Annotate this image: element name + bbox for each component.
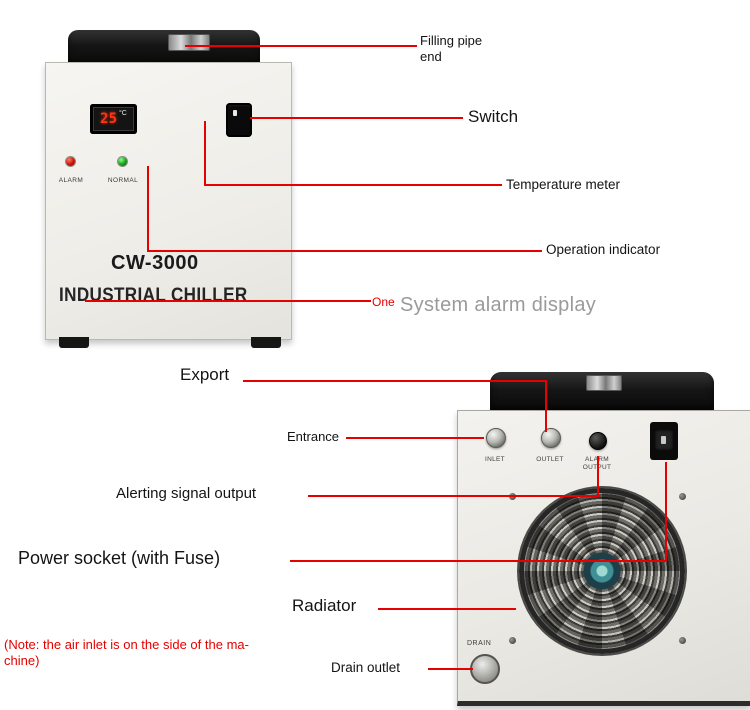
fan-screw-icon bbox=[509, 637, 516, 644]
label-filling-pipe-end: Filling pipe end bbox=[420, 33, 483, 65]
callout-line-alerting-signal-vertical bbox=[597, 456, 599, 497]
callout-line-switch bbox=[250, 117, 463, 119]
callout-line-operation-indicator-vertical bbox=[147, 166, 149, 252]
callout-line-alerting-signal bbox=[308, 495, 600, 497]
temperature-meter-display: 25 °C bbox=[90, 104, 137, 134]
model-number: CW-3000 bbox=[111, 252, 199, 274]
chiller-front-view: 25 °C ALARM NORMAL CW-3000 INDUSTRIAL CH… bbox=[45, 30, 292, 350]
radiator-fan-grille bbox=[519, 488, 685, 654]
callout-line-entrance bbox=[346, 437, 484, 439]
drain-port-label: DRAIN bbox=[467, 640, 492, 647]
label-alerting-signal-output: Alerting signal output bbox=[116, 485, 257, 502]
alarm-output-label-line2: OUTPUT bbox=[583, 464, 612, 471]
callout-line-power-socket-vertical bbox=[665, 462, 667, 562]
note-line-2: chine) bbox=[4, 653, 40, 668]
front-foot-right bbox=[251, 337, 281, 348]
callout-line-export bbox=[243, 380, 547, 382]
outlet-port bbox=[541, 428, 561, 448]
alarm-output-port-label: ALARM OUTPUT bbox=[579, 456, 615, 473]
callout-line-operation-indicator bbox=[147, 250, 542, 252]
label-export: Export bbox=[180, 365, 230, 384]
product-name: INDUSTRIAL CHILLER bbox=[59, 285, 248, 306]
alarm-output-port bbox=[589, 432, 607, 450]
normal-indicator-light bbox=[118, 157, 127, 166]
switch-marking bbox=[233, 110, 237, 116]
label-system-alarm-display: System alarm display bbox=[400, 294, 597, 316]
power-switch bbox=[226, 103, 252, 137]
callout-line-filling-pipe bbox=[185, 45, 417, 47]
chiller-back-view: INLET OUTLET ALARM OUTPUT DRAIN bbox=[457, 372, 750, 708]
label-entrance: Entrance bbox=[287, 429, 340, 444]
fan-screw-icon bbox=[679, 637, 686, 644]
alarm-indicator-light bbox=[66, 157, 75, 166]
note-text: (Note: the air inlet is on the side of t… bbox=[4, 637, 249, 669]
filling-pipe-fitting bbox=[168, 34, 210, 51]
label-operation-indicator: Operation indicator bbox=[546, 242, 661, 257]
inlet-port bbox=[486, 428, 506, 448]
label-power-socket: Power socket (with Fuse) bbox=[18, 548, 221, 568]
inlet-port-label: INLET bbox=[485, 456, 505, 463]
fan-screw-icon bbox=[679, 493, 686, 500]
callout-line-temperature-meter bbox=[204, 184, 502, 186]
label-switch: Switch bbox=[468, 107, 519, 126]
drain-plug bbox=[470, 654, 500, 684]
top-handle bbox=[68, 30, 260, 66]
outlet-port-label: OUTLET bbox=[536, 456, 564, 463]
normal-indicator-label: NORMAL bbox=[107, 177, 139, 184]
handle-fitting bbox=[586, 375, 622, 391]
temperature-unit: °C bbox=[119, 110, 127, 117]
label-radiator: Radiator bbox=[292, 596, 357, 615]
callout-line-system-alarm-display bbox=[85, 300, 371, 302]
top-handle-back bbox=[490, 372, 714, 412]
label-drain-outlet: Drain outlet bbox=[331, 660, 401, 675]
callout-line-export-vertical bbox=[545, 380, 547, 432]
power-socket bbox=[650, 422, 678, 460]
alarm-indicator-label: ALARM bbox=[58, 177, 84, 184]
callout-line-radiator bbox=[378, 608, 516, 610]
note-line-1: (Note: the air inlet is on the side of t… bbox=[4, 637, 249, 652]
temperature-value: 25 bbox=[100, 111, 117, 127]
callout-line-power-socket bbox=[290, 560, 667, 562]
label-temperature-meter: Temperature meter bbox=[506, 177, 621, 192]
front-foot-left bbox=[59, 337, 89, 348]
alarm-output-label-line1: ALARM bbox=[585, 456, 609, 463]
power-socket-pin bbox=[661, 436, 666, 444]
label-one-prefix: One bbox=[372, 295, 395, 309]
callout-line-temperature-meter-vertical bbox=[204, 121, 206, 186]
callout-line-drain-outlet bbox=[428, 668, 473, 670]
